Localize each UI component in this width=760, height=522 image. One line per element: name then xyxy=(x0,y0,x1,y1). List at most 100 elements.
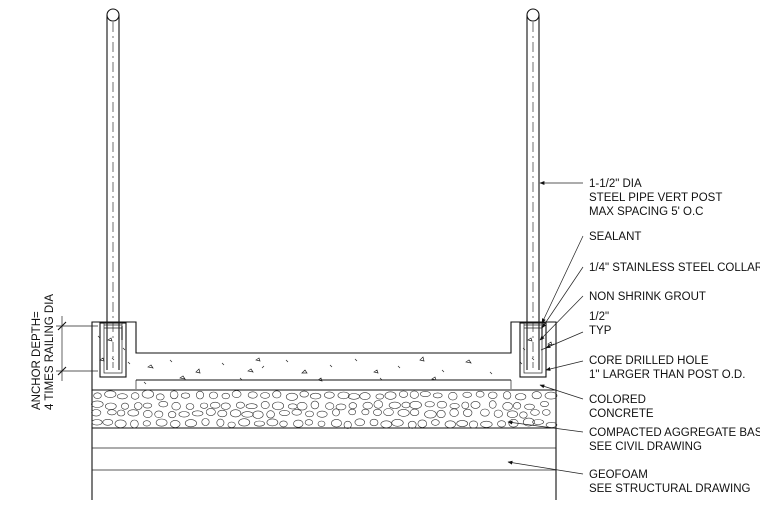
aggregate-stone xyxy=(488,400,497,409)
aggregate-stone xyxy=(359,392,371,400)
collars-label: 1/4" STAINLESS STEEL COLLARS xyxy=(589,262,760,274)
aggregate-stone xyxy=(519,411,528,419)
concrete-label-2: CONCRETE xyxy=(589,408,654,420)
aggregate-stone xyxy=(209,391,218,400)
aggregate-stone xyxy=(409,390,419,399)
aggregate-stone xyxy=(91,400,104,408)
aggregate-stone xyxy=(449,403,460,409)
aggregate-stone xyxy=(279,420,288,428)
post-label-3: MAX SPACING 5' O.C xyxy=(589,206,703,218)
post-label-2: STEEL PIPE VERT POST xyxy=(589,192,722,204)
aggregate-stone xyxy=(91,419,103,426)
aggregate-stone xyxy=(116,393,128,400)
aggregate-stone xyxy=(436,401,448,409)
aggregate-stone xyxy=(252,410,264,419)
aggregate-stone xyxy=(200,402,209,409)
aggregate-stone xyxy=(296,402,308,411)
aggregate-stone xyxy=(449,408,459,417)
aggregate-stone xyxy=(480,408,490,417)
geofoam xyxy=(91,428,557,500)
left-post xyxy=(106,8,120,370)
sealant-label: SEALANT xyxy=(589,231,641,243)
aggregate-stone xyxy=(388,401,401,409)
aggregate-stone xyxy=(235,401,245,409)
aggregate-stone xyxy=(506,410,518,418)
aggregate-stone xyxy=(515,393,527,401)
aggregate-base xyxy=(91,389,558,429)
aggregate-stone xyxy=(524,403,535,410)
typ-label: TYP xyxy=(589,325,612,337)
aggregate-stone xyxy=(142,420,151,427)
aggregate-stone xyxy=(201,418,210,426)
aggregate-stone xyxy=(436,409,446,418)
aggregate-stone xyxy=(155,418,168,427)
aggregate-stone xyxy=(362,401,373,410)
aggregate-stone xyxy=(531,391,542,400)
aggregate-stone xyxy=(397,409,410,417)
aggregate-stone xyxy=(354,418,365,427)
half-inch-label: 1/2" xyxy=(589,311,609,323)
aggregate-stone xyxy=(253,420,265,427)
aggregate-stone xyxy=(488,391,498,399)
aggregate-stone xyxy=(409,400,422,409)
aggregate-label-1: COMPACTED AGGREGATE BASE xyxy=(589,427,760,439)
aggregate-stone xyxy=(285,392,298,401)
aggregate-stone xyxy=(143,410,153,418)
aggregate-stone xyxy=(383,408,394,416)
aggregate-stone xyxy=(513,402,522,410)
aggregate-stone xyxy=(401,401,411,409)
aggregate-stone xyxy=(134,402,143,410)
aggregate-stone xyxy=(391,418,404,427)
aggregate-stone xyxy=(475,390,485,398)
aggregate-stone xyxy=(343,420,352,429)
aggregate-stone xyxy=(335,403,347,411)
aggregate-stone xyxy=(305,410,314,418)
aggregate-stone xyxy=(266,410,275,419)
grout-label: NON SHRINK GROUT xyxy=(589,291,706,303)
aggregate-stone xyxy=(380,420,393,429)
aggregate-stone xyxy=(461,401,470,410)
aggregate-stone xyxy=(468,420,478,429)
aggregate-stone xyxy=(105,402,117,410)
aggregate-stone xyxy=(310,392,322,400)
aggregate-stone xyxy=(304,419,314,426)
aggregate-stone xyxy=(216,418,225,427)
aggregate-stone xyxy=(158,401,169,408)
aggregate-stone xyxy=(462,391,472,398)
aggregate-stone xyxy=(291,409,302,416)
aggregate-stone xyxy=(217,409,228,418)
aggregate-stone xyxy=(155,393,165,401)
concrete-label-1: COLORED xyxy=(589,394,646,406)
aggregate-stone xyxy=(337,391,350,400)
aggregate-stone xyxy=(247,391,258,399)
aggregate-stone xyxy=(102,418,114,426)
aggregate-stone xyxy=(196,390,205,400)
aggregate-stone xyxy=(417,419,427,428)
aggregate-stone xyxy=(271,401,284,411)
aggregate-stone xyxy=(293,419,304,428)
aggregate-stone xyxy=(456,420,469,427)
aggregate-stone xyxy=(470,401,481,409)
aggregate-stone xyxy=(230,409,242,418)
aggregate-stone xyxy=(169,390,179,400)
aggregate-stone xyxy=(544,391,558,400)
aggregate-stone xyxy=(348,408,357,416)
aggregate-stone xyxy=(260,392,270,399)
post-label-1: 1-1/2" DIA xyxy=(589,178,642,190)
hole-label-2: 1" LARGER THAN POST O.D. xyxy=(589,369,745,381)
anchor-depth-label-1: ANCHOR DEPTH= xyxy=(31,311,43,410)
aggregate-stone xyxy=(424,401,435,408)
aggregate-stone xyxy=(220,402,231,410)
aggregate-stone xyxy=(431,419,440,426)
aggregate-stone xyxy=(272,390,282,399)
aggregate-stone xyxy=(463,408,473,417)
aggregate-stone xyxy=(245,403,258,410)
aggregate-stone xyxy=(114,419,127,428)
aggregate-stone xyxy=(347,393,360,400)
aggregate-stone xyxy=(497,420,506,428)
aggregate-stone xyxy=(299,390,309,398)
aggregate-stone xyxy=(141,389,154,399)
aggregate-stone xyxy=(107,409,117,416)
aggregate-stone xyxy=(93,392,102,399)
aggregate-stone xyxy=(503,391,512,400)
